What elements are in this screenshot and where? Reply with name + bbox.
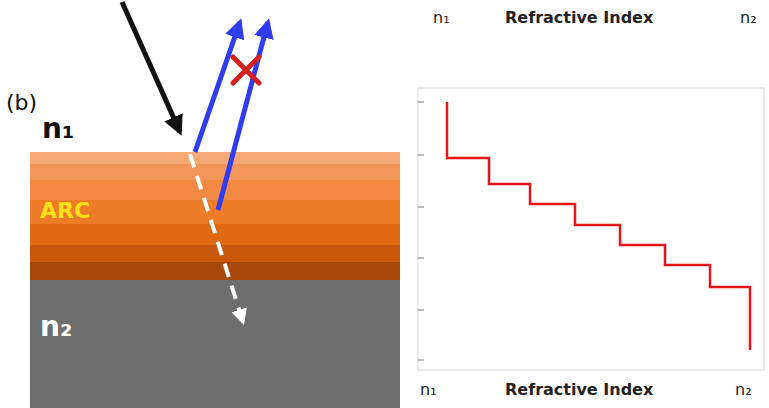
axis-end-label: n₂ <box>735 380 752 399</box>
panel-label: (b) <box>6 90 37 115</box>
arc-layer-stack: ARC <box>30 152 400 280</box>
axis-end-label: n₂ <box>740 8 757 27</box>
transmitted-ray <box>190 154 243 322</box>
index-staircase <box>447 102 750 350</box>
node-text: n₂ <box>40 310 72 343</box>
axis-title: Refractive Index <box>505 380 653 399</box>
reflected-ray <box>195 22 240 152</box>
incident-ray <box>122 2 180 132</box>
node-text: ARC <box>40 198 90 223</box>
axis-title: Refractive Index <box>505 8 653 27</box>
medium-index-label: n₁ <box>42 112 74 145</box>
substrate-block: n₂ <box>30 280 400 408</box>
cancel-mark <box>233 57 259 83</box>
index-plot <box>418 88 764 370</box>
reflected-ray <box>218 22 268 210</box>
plot-frame <box>418 88 764 370</box>
axis-end-label: n₁ <box>420 380 437 399</box>
plot-ticks <box>418 102 424 360</box>
axis-end-label: n₁ <box>433 8 450 27</box>
